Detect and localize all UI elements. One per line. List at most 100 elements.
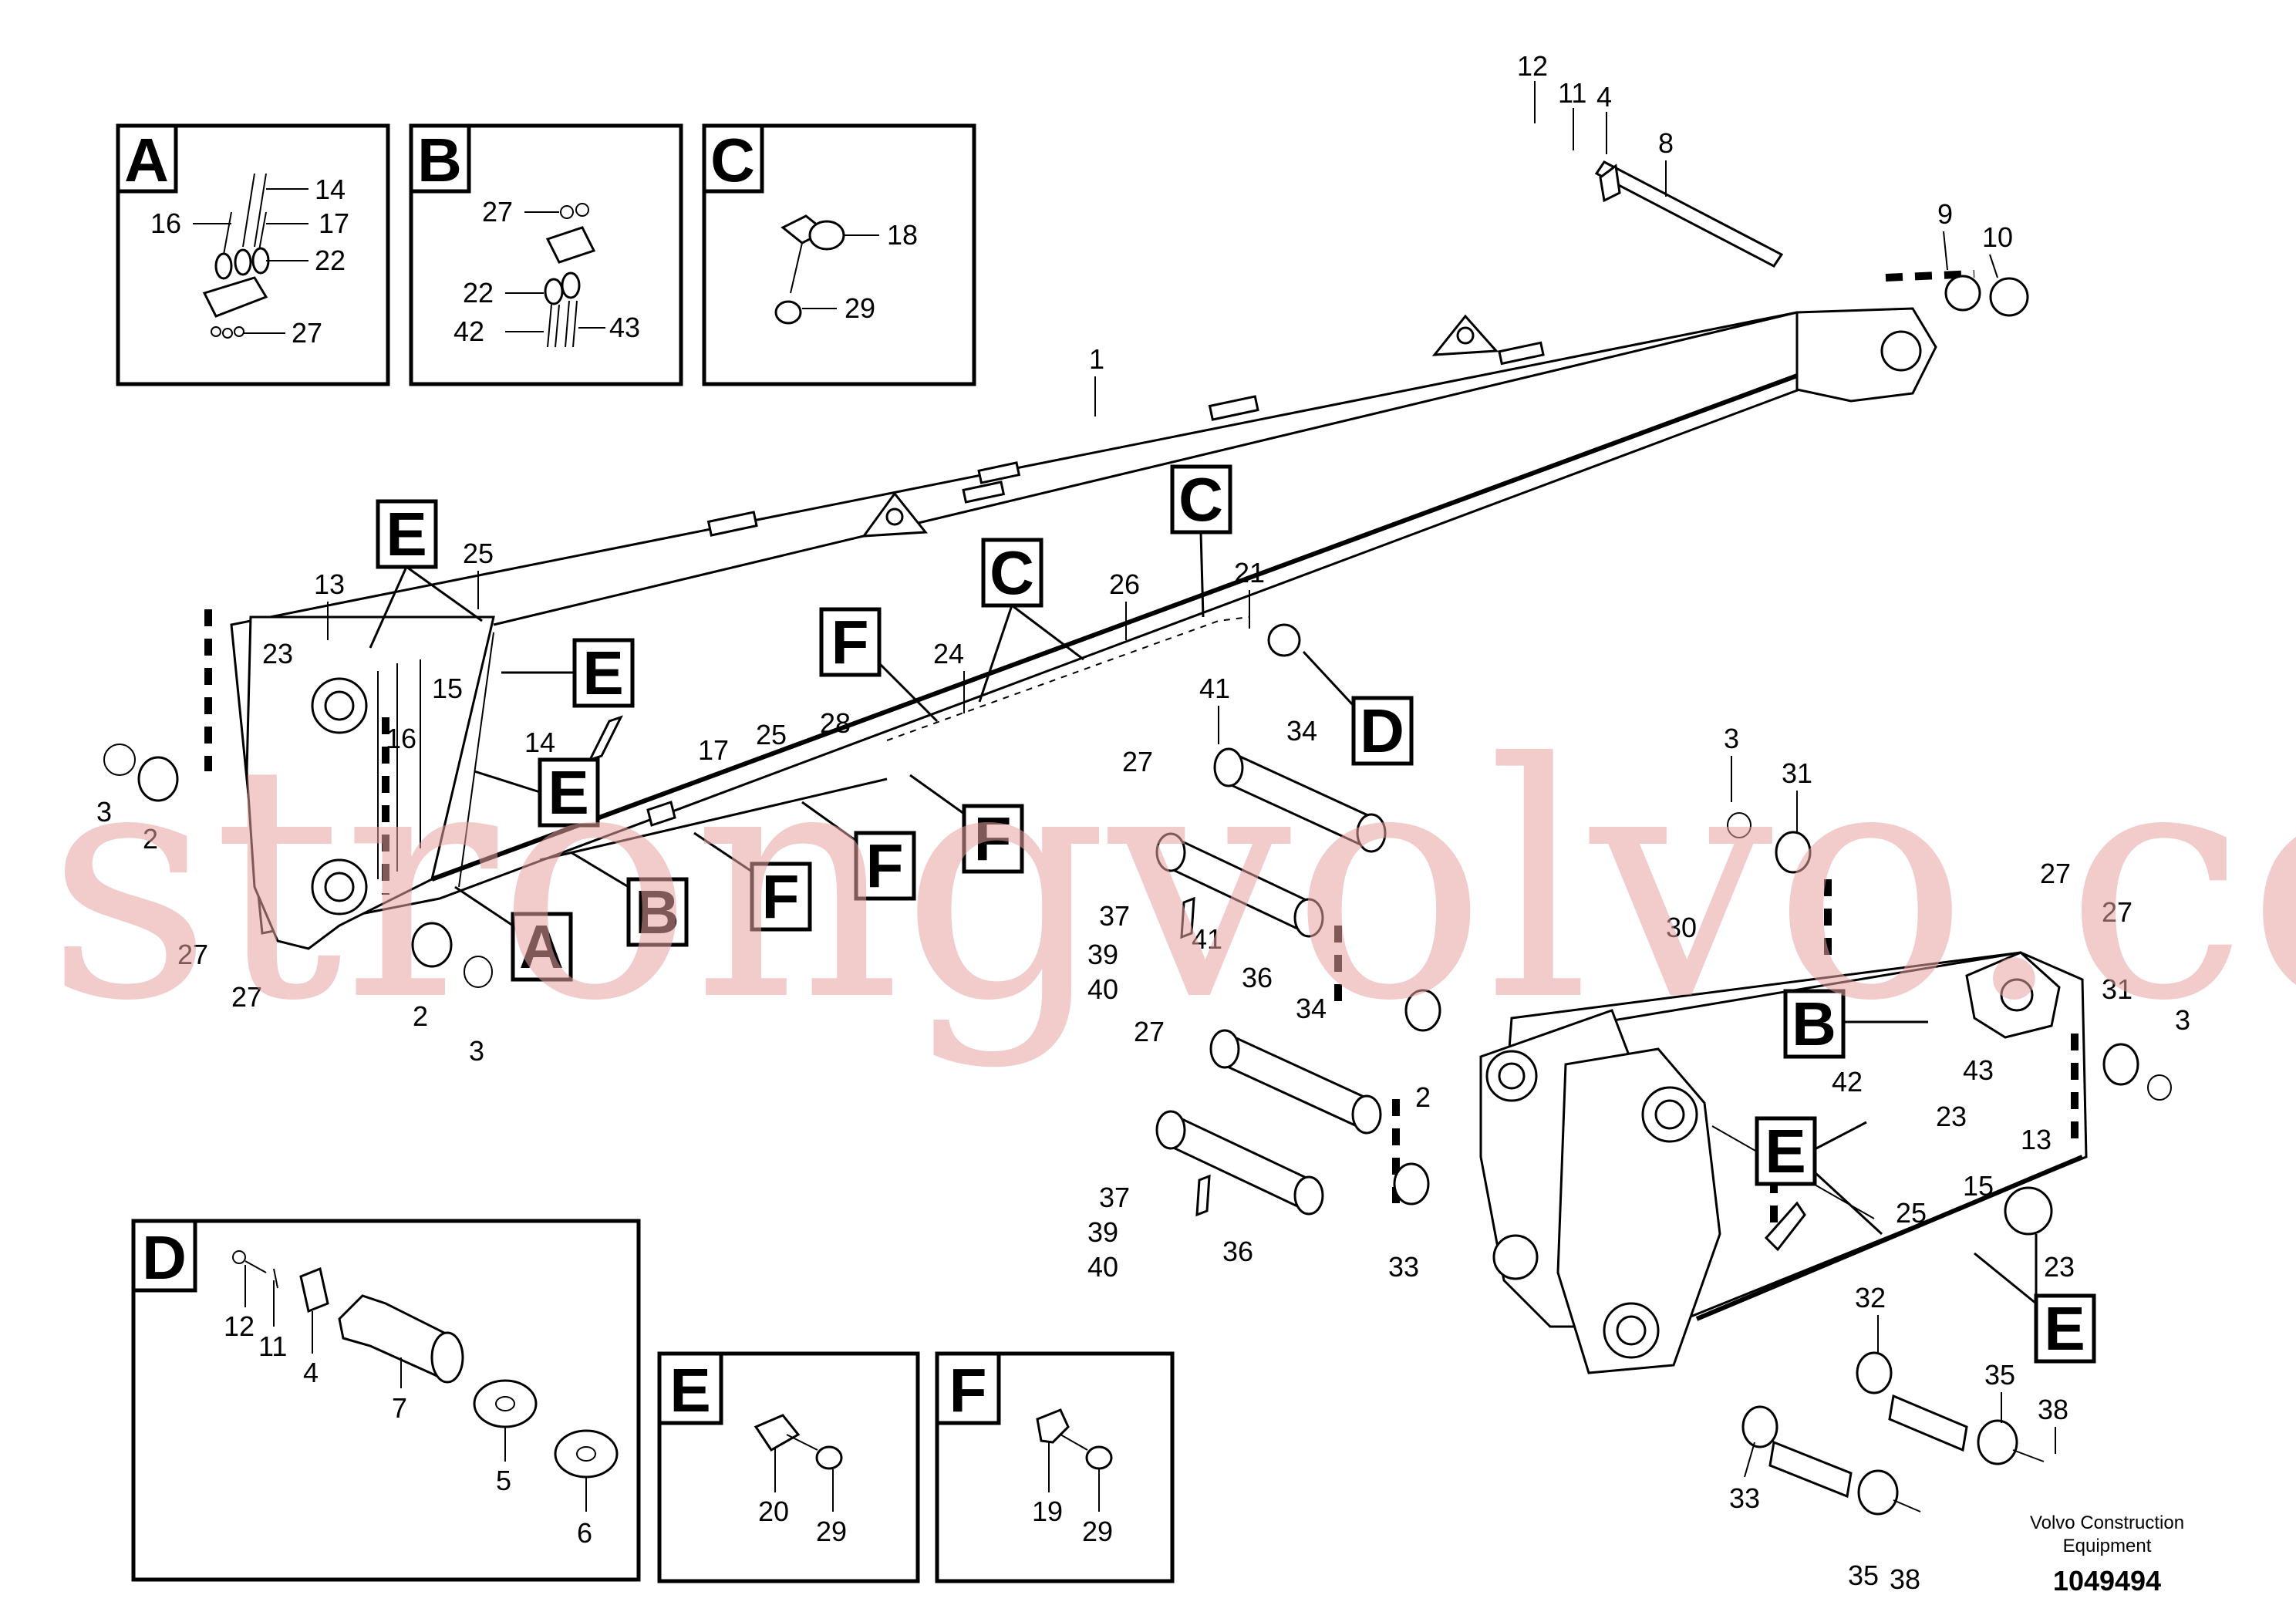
svg-text:11: 11 [1558, 77, 1586, 109]
svg-text:A: A [519, 912, 564, 981]
callout-labels: 12 11 4 8 9 10 1 13 25 23 15 16 14 17 25… [96, 50, 2190, 1595]
box-e-parts [754, 1414, 843, 1470]
callout: 43 [609, 312, 640, 343]
detail-box-b: B 27 22 42 43 [409, 123, 683, 386]
company-name-line2: Equipment [2063, 1536, 2152, 1556]
reference-tags: E E E A B F F F F C C D [369, 464, 2096, 1364]
svg-text:25: 25 [756, 719, 787, 750]
upper-boom-hardware [103, 160, 2029, 988]
svg-text:36: 36 [1222, 1236, 1253, 1267]
svg-text:31: 31 [1782, 757, 1812, 789]
svg-text:1: 1 [1089, 343, 1104, 375]
callout: 11 [258, 1330, 287, 1362]
svg-text:16: 16 [386, 723, 416, 754]
callout: 20 [758, 1496, 789, 1527]
svg-text:E: E [386, 500, 426, 568]
box-d-parts [232, 1250, 619, 1479]
svg-text:31: 31 [2102, 973, 2132, 1005]
box-letter-e: E [669, 1356, 710, 1425]
svg-text:41: 41 [1192, 923, 1222, 955]
svg-text:33: 33 [1729, 1482, 1760, 1514]
box-a-parts [202, 173, 270, 339]
svg-text:15: 15 [1963, 1170, 1994, 1202]
svg-text:27: 27 [177, 939, 208, 970]
svg-text:43: 43 [1963, 1054, 1994, 1086]
svg-text:27: 27 [1134, 1016, 1165, 1047]
lower-boom-pins [1155, 747, 2172, 1516]
svg-text:E: E [548, 758, 588, 827]
svg-text:17: 17 [698, 734, 729, 766]
detail-box-a: A 14 16 17 22 27 [116, 123, 390, 386]
callout: 27 [292, 317, 322, 349]
callout: 42 [453, 315, 484, 347]
svg-text:36: 36 [1242, 962, 1273, 993]
svg-text:15: 15 [432, 673, 463, 704]
callout: 22 [463, 277, 494, 309]
svg-text:37: 37 [1099, 900, 1130, 932]
svg-text:E: E [2044, 1294, 2085, 1363]
box-c-parts [774, 214, 845, 325]
svg-text:3: 3 [469, 1035, 484, 1067]
callout: 29 [1082, 1516, 1113, 1547]
svg-text:34: 34 [1286, 715, 1317, 747]
svg-text:23: 23 [1936, 1101, 1967, 1132]
svg-text:13: 13 [314, 568, 345, 600]
svg-text:E: E [1765, 1117, 1805, 1185]
svg-text:9: 9 [1937, 198, 1953, 230]
svg-text:27: 27 [231, 981, 262, 1013]
svg-text:23: 23 [262, 638, 293, 669]
callout: 14 [315, 174, 346, 205]
callout: 4 [303, 1357, 319, 1388]
svg-text:F: F [762, 862, 800, 931]
callout: 16 [150, 207, 181, 239]
callout: 7 [392, 1392, 407, 1424]
box-letter-c: C [710, 126, 755, 194]
upper-boom [204, 270, 1975, 950]
callout: 12 [224, 1310, 255, 1342]
svg-text:D: D [1360, 696, 1404, 765]
svg-text:C: C [1178, 465, 1223, 534]
svg-text:2: 2 [413, 1000, 428, 1032]
svg-text:3: 3 [2175, 1004, 2190, 1036]
svg-text:F: F [831, 608, 869, 676]
callout: 19 [1032, 1496, 1063, 1527]
svg-text:14: 14 [524, 727, 555, 758]
svg-text:33: 33 [1388, 1251, 1419, 1283]
svg-text:F: F [866, 831, 904, 900]
callout: 18 [887, 219, 918, 251]
svg-text:41: 41 [1199, 673, 1230, 704]
company-name-line1: Volvo Construction [2030, 1512, 2184, 1533]
svg-text:3: 3 [1724, 723, 1739, 754]
svg-text:4: 4 [1596, 81, 1612, 113]
watermark: strongvolvo.com [46, 695, 2296, 1072]
box-letter-a: A [124, 126, 169, 194]
svg-text:2: 2 [143, 823, 158, 855]
svg-text:12: 12 [1517, 50, 1548, 82]
svg-text:38: 38 [1890, 1563, 1920, 1595]
detail-box-e: E 20 29 [657, 1351, 920, 1583]
svg-text:21: 21 [1234, 557, 1265, 588]
callout: 29 [816, 1516, 847, 1547]
callout: 5 [496, 1465, 511, 1496]
svg-text:2: 2 [1415, 1081, 1431, 1113]
svg-text:35: 35 [1848, 1560, 1879, 1591]
svg-text:27: 27 [2102, 896, 2132, 928]
svg-text:28: 28 [820, 707, 851, 739]
svg-text:34: 34 [1296, 993, 1327, 1024]
svg-text:42: 42 [1832, 1066, 1863, 1098]
svg-text:C: C [990, 538, 1034, 607]
callout: 22 [315, 244, 346, 276]
svg-text:25: 25 [1896, 1197, 1927, 1229]
svg-text:39: 39 [1087, 939, 1118, 970]
svg-text:8: 8 [1658, 127, 1674, 159]
svg-text:23: 23 [2044, 1251, 2075, 1283]
detail-box-c: C 18 29 [702, 123, 976, 386]
detail-box-f: F 19 29 [935, 1351, 1175, 1583]
detail-box-d: D 12 11 4 7 5 6 [131, 1219, 641, 1582]
box-f-parts [1036, 1408, 1113, 1470]
svg-text:3: 3 [96, 796, 112, 828]
svg-text:38: 38 [2038, 1394, 2068, 1425]
svg-text:40: 40 [1087, 973, 1118, 1005]
svg-text:40: 40 [1087, 1251, 1118, 1283]
